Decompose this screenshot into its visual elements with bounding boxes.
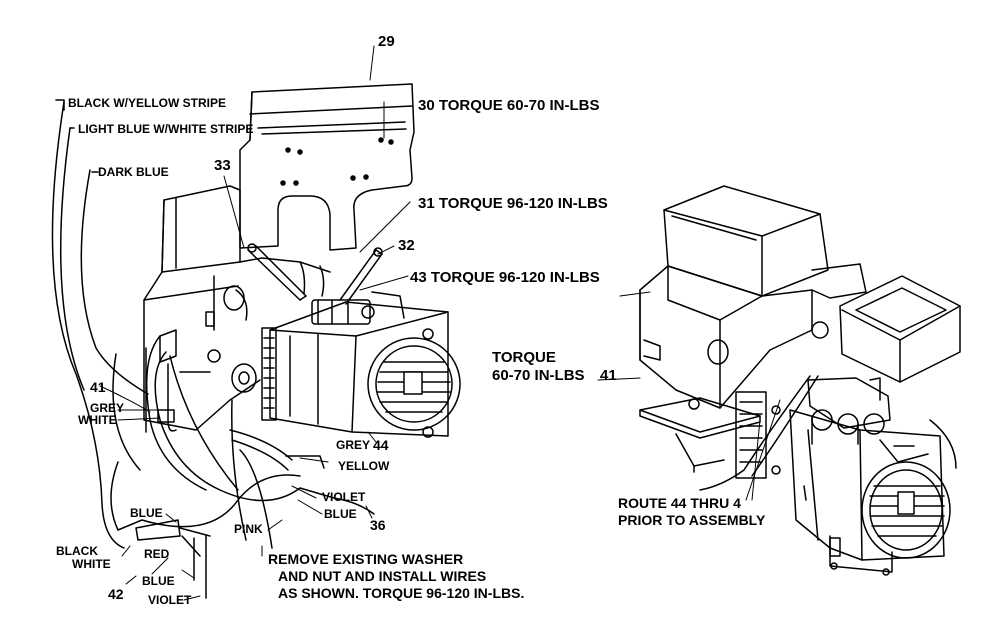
- wire-label-dark-blue: DARK BLUE: [98, 165, 169, 179]
- wire-label-grey: GREY: [90, 401, 125, 415]
- note-remove-line2: AND NUT AND INSTALL WIRES: [278, 568, 487, 584]
- note-route-line1: ROUTE 44 THRU 4: [618, 495, 741, 511]
- wire-label-pink: PINK: [234, 522, 263, 536]
- callout-36: 36: [370, 517, 386, 533]
- right-housing: [640, 266, 812, 408]
- callout-43: 43 TORQUE 96-120 IN-LBS: [410, 269, 600, 286]
- right-assembly: [640, 186, 960, 575]
- callout-29: 29: [378, 33, 395, 50]
- wire-harness: [155, 352, 374, 514]
- callout-44: 44: [373, 437, 389, 453]
- generator-body: [270, 302, 448, 436]
- wire-label-blue-top: BLUE: [130, 506, 163, 520]
- wire-label-yellow: YELLOW: [338, 459, 390, 473]
- end-cap: [368, 338, 460, 430]
- wire-label-blue-bottom: BLUE: [142, 574, 175, 588]
- wire-label-black: BLACK: [56, 544, 98, 558]
- note-torque-line2: 60-70 IN-LBS: [492, 367, 585, 384]
- callout-32: 32: [398, 237, 415, 254]
- wire-label-white-bottom: WHITE: [72, 557, 111, 571]
- wire-label-red: RED: [144, 547, 170, 561]
- mounting-plate: [240, 84, 414, 250]
- note-torque-line1: TORQUE: [492, 349, 556, 366]
- engine-housing: [162, 186, 240, 272]
- note-remove-line3: AS SHOWN. TORQUE 96-120 IN-LBS.: [278, 585, 525, 601]
- callout-30: 30 TORQUE 60-70 IN-LBS: [418, 97, 600, 114]
- leaders-right: [598, 292, 780, 500]
- wire-label-lightblue-white: LIGHT BLUE W/WHITE STRIPE: [78, 122, 254, 136]
- wire-label-white: WHITE: [78, 413, 117, 427]
- wire-label-violet-bottom: VIOLET: [148, 593, 192, 607]
- control-box: [840, 276, 960, 382]
- leaders-left: [100, 46, 410, 600]
- note-remove-line1: REMOVE EXISTING WASHER: [268, 551, 464, 567]
- callout-41-right: 41: [600, 367, 617, 384]
- left-assembly: [52, 84, 460, 598]
- callout-41-left: 41: [90, 379, 106, 395]
- wire-label-blue-36: BLUE: [324, 507, 357, 521]
- callout-42: 42: [108, 586, 124, 602]
- wire-label-black-yellow: BLACK W/YELLOW STRIPE: [68, 96, 226, 110]
- callout-33: 33: [214, 157, 231, 174]
- note-route-line2: PRIOR TO ASSEMBLY: [618, 512, 766, 528]
- top-box: [664, 186, 828, 296]
- callout-31: 31 TORQUE 96-120 IN-LBS: [418, 195, 608, 212]
- wire-label-violet: VIOLET: [322, 490, 366, 504]
- wire-label-grey-44: GREY: [336, 438, 371, 452]
